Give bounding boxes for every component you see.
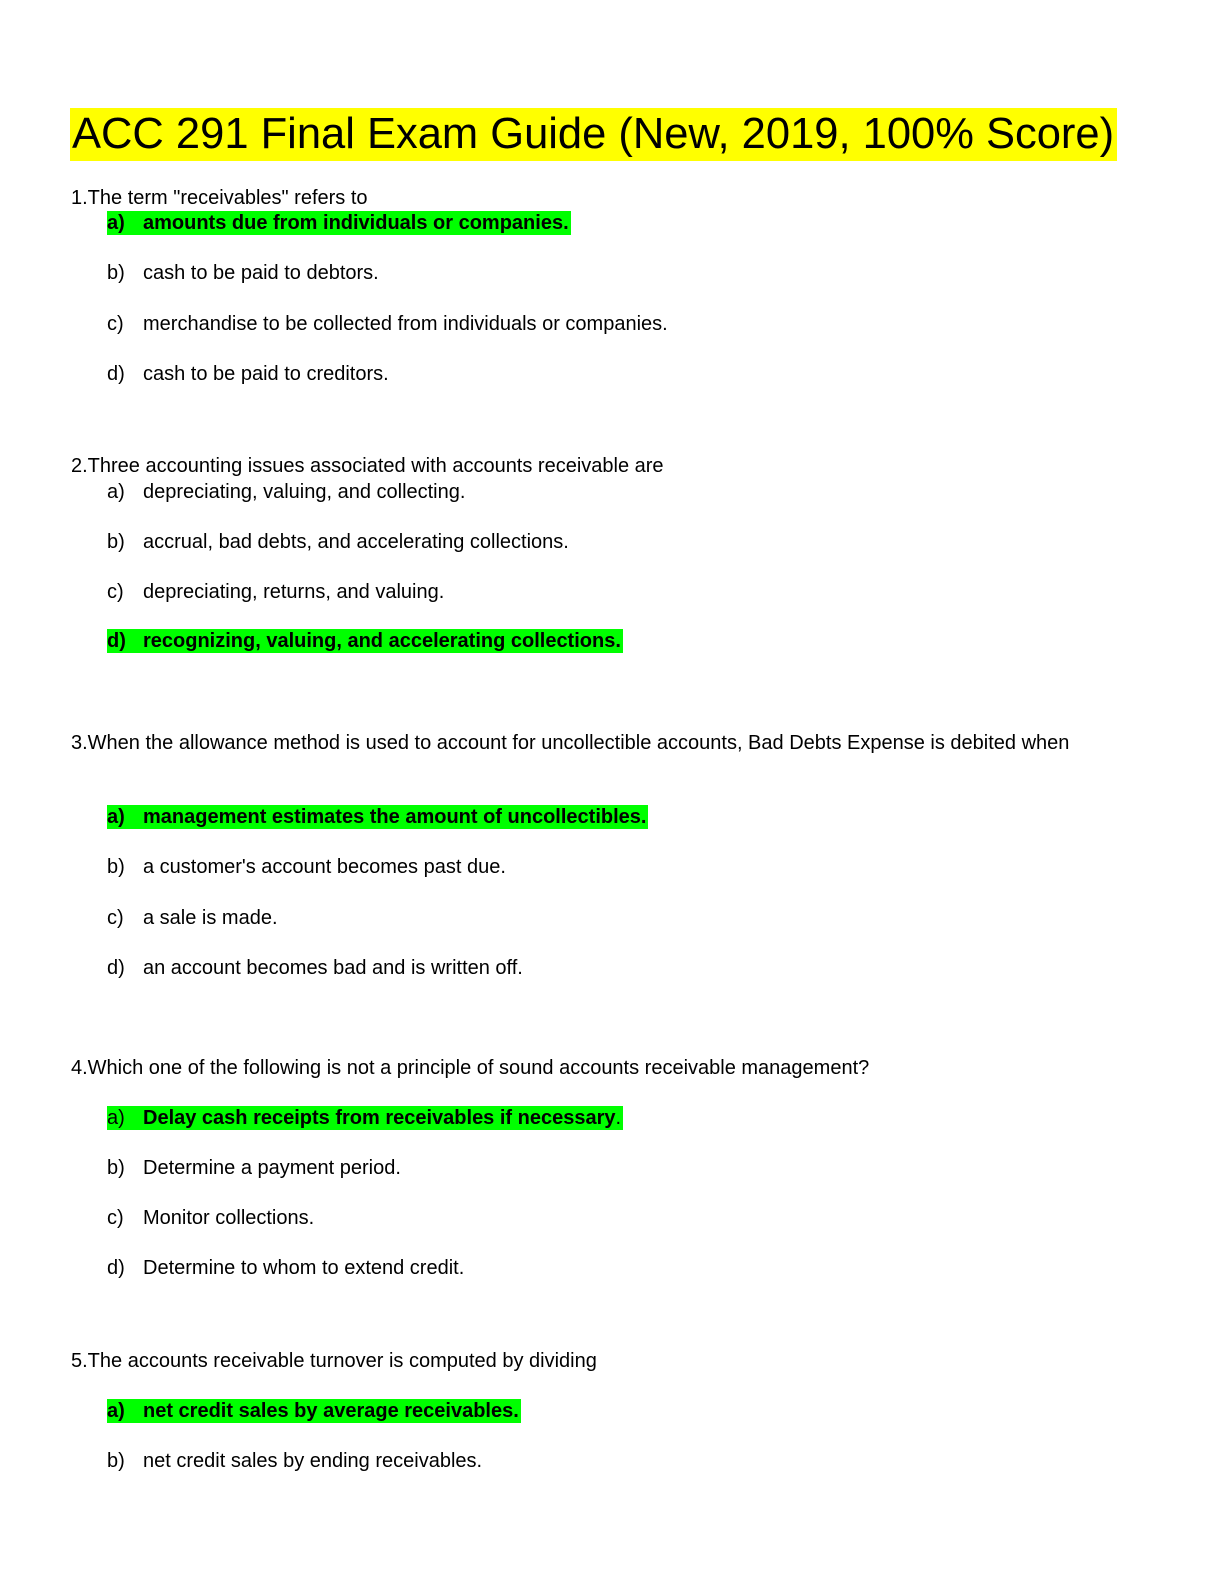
question-4-option-a: a) Delay cash receipts from receivables i… — [107, 1106, 624, 1130]
question-3-option-b: b) a customer's account becomes past due. — [107, 855, 506, 879]
option-suffix: . — [615, 1107, 622, 1129]
question-1-text: 1.The term "receivables" refers to — [71, 187, 368, 209]
option-text: a customer's account becomes past due. — [143, 856, 506, 878]
option-text: an account becomes bad and is written of… — [143, 957, 523, 979]
question-3-option-d: d) an account becomes bad and is written … — [107, 956, 523, 980]
question-5-option-a: a) net credit sales by average receivable… — [107, 1399, 521, 1423]
question-2-option-a: a) depreciating, valuing, and collecting. — [107, 480, 465, 504]
option-letter: d) — [107, 630, 126, 652]
question-2-option-d: d) recognizing, valuing, and accelerating… — [107, 629, 623, 653]
question-3-text: 3.When the allowance method is used to a… — [71, 732, 1070, 754]
question-1-option-a: a) amounts due from individuals or compan… — [107, 211, 571, 235]
option-letter: b) — [107, 1450, 125, 1472]
question-1-option-b: b) cash to be paid to debtors. — [107, 261, 379, 285]
option-letter: b) — [107, 531, 125, 553]
option-letter: c) — [107, 1207, 124, 1229]
option-letter: a) — [107, 806, 125, 828]
option-letter: c) — [107, 313, 124, 335]
option-letter: d) — [107, 957, 125, 979]
option-text: depreciating, valuing, and collecting. — [143, 481, 466, 503]
option-letter: d) — [107, 363, 125, 385]
option-text: accrual, bad debts, and accelerating col… — [143, 531, 569, 553]
option-text: Monitor collections. — [143, 1207, 315, 1229]
question-4-option-b: b) Determine a payment period. — [107, 1156, 401, 1180]
option-text: cash to be paid to creditors. — [143, 363, 389, 385]
question-4-option-c: c) Monitor collections. — [107, 1206, 314, 1230]
option-text: a sale is made. — [143, 907, 278, 929]
option-text: merchandise to be collected from individ… — [143, 313, 668, 335]
question-4-text: 4.Which one of the following is not a pr… — [71, 1057, 870, 1079]
option-text: Determine to whom to extend credit. — [143, 1257, 465, 1279]
option-text: recognizing, valuing, and accelerating c… — [143, 630, 621, 652]
question-3-option-c: c) a sale is made. — [107, 906, 278, 930]
option-text: cash to be paid to debtors. — [143, 262, 379, 284]
option-letter: a) — [107, 481, 125, 503]
option-text: management estimates the amount of uncol… — [143, 806, 647, 828]
option-letter: a) — [107, 1400, 125, 1422]
option-text: Determine a payment period. — [143, 1157, 401, 1179]
option-text: net credit sales by average receivables. — [143, 1400, 519, 1422]
question-5-option-b: b) net credit sales by ending receivables… — [107, 1449, 482, 1473]
option-letter: b) — [107, 856, 125, 878]
question-5-text: 5.The accounts receivable turnover is co… — [71, 1350, 597, 1372]
option-text: Delay cash receipts from receivables if … — [143, 1107, 616, 1129]
option-letter: c) — [107, 907, 124, 929]
option-letter: b) — [107, 262, 125, 284]
option-text: net credit sales by ending receivables. — [143, 1450, 483, 1472]
question-2-text: 2.Three accounting issues associated wit… — [71, 455, 664, 477]
page-title: ACC 291 Final Exam Guide (New, 2019, 100… — [70, 108, 1118, 161]
option-text: depreciating, returns, and valuing. — [143, 581, 445, 603]
question-3-option-a: a) management estimates the amount of unc… — [107, 805, 649, 829]
option-letter: d) — [107, 1257, 125, 1279]
option-text: amounts due from individuals or companie… — [143, 212, 569, 234]
question-1-option-c: c) merchandise to be collected from indiv… — [107, 312, 668, 336]
question-1-option-d: d) cash to be paid to creditors. — [107, 362, 389, 386]
option-letter: b) — [107, 1157, 125, 1179]
question-2-option-b: b) accrual, bad debts, and accelerating c… — [107, 530, 569, 554]
option-letter: a) — [107, 1107, 125, 1129]
question-2-option-c: c) depreciating, returns, and valuing. — [107, 580, 444, 604]
question-4-option-d: d) Determine to whom to extend credit. — [107, 1256, 464, 1280]
option-letter: a) — [107, 212, 125, 234]
option-letter: c) — [107, 581, 124, 603]
